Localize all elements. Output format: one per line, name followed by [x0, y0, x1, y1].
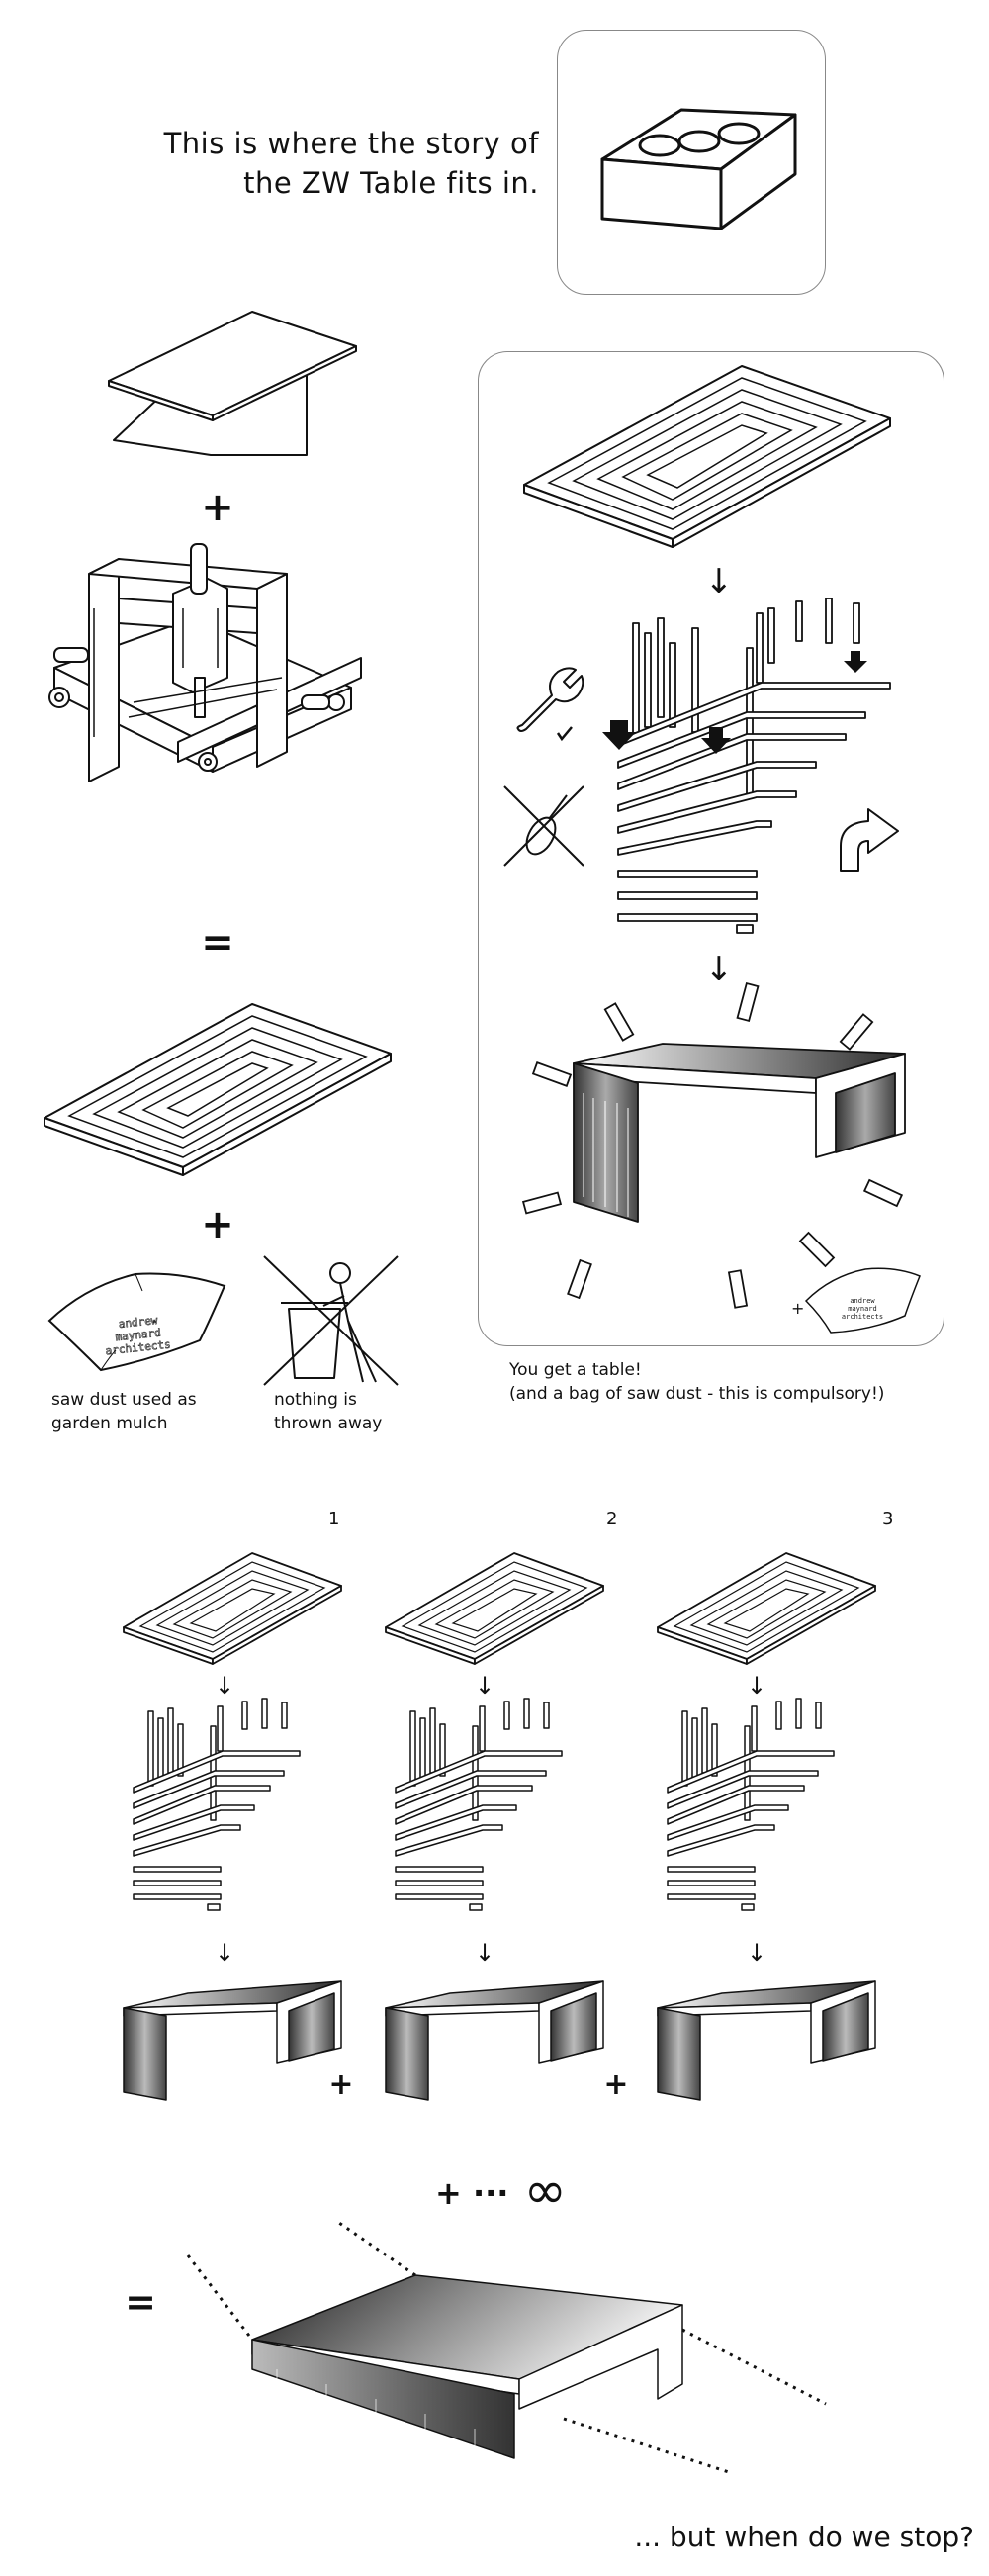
brick-box [557, 30, 826, 295]
series-1-down-arrow: ↓ [214, 1672, 235, 1700]
intro-title-line1: This is where the story of [163, 127, 539, 160]
svg-text:maynard: maynard [115, 1327, 161, 1344]
assembly-panel [478, 351, 944, 1346]
no-glue-icon [503, 785, 584, 867]
series-1-sheet [119, 1548, 346, 1667]
result-line2: (and a bag of saw dust - this is compuls… [509, 1384, 885, 1404]
no-trash-icon [263, 1255, 399, 1386]
svg-text:andrew: andrew [850, 1297, 875, 1305]
nothing-thrown-caption: nothing is thrown away [274, 1390, 383, 1433]
intro-title: This is where the story of the ZW Table … [89, 124, 539, 203]
series-plus-1: + [328, 2068, 354, 2102]
cut-parts-sheet [44, 1003, 392, 1176]
series-3-down-arrow-2: ↓ [746, 1939, 767, 1967]
down-arrow-2: ↓ [704, 950, 734, 989]
result-caption: You get a table! (and a bag of saw dust … [509, 1358, 964, 1406]
down-arrow-1: ↓ [704, 562, 734, 601]
intro-title-line2: the ZW Table fits in. [243, 166, 539, 200]
series-2-exploded [386, 1697, 564, 1914]
series-number-2: 2 [606, 1509, 618, 1529]
assembled-table-with-offcuts: andrew maynard architects [521, 981, 921, 1334]
infinite-table [186, 2219, 827, 2475]
bag-stamp-text: andrew [118, 1314, 158, 1331]
equals-symbol-1: = [201, 920, 234, 966]
rotate-arrow-icon [840, 808, 899, 872]
svg-text:architects: architects [842, 1313, 883, 1321]
series-3-sheet [653, 1548, 880, 1667]
brick-icon [600, 108, 797, 230]
series-equals: = [125, 2280, 156, 2324]
plus-symbol-1: + [201, 485, 234, 530]
series-plus-2: + [603, 2068, 629, 2102]
plus-symbol-2: + [201, 1202, 234, 1247]
svg-text:maynard: maynard [848, 1305, 877, 1313]
series-continuation: + ··· ∞ [435, 2162, 567, 2221]
series-3-exploded [658, 1697, 836, 1914]
series-2-sheet [381, 1548, 608, 1667]
series-1-table [119, 1964, 346, 2102]
continuation-text: + ··· [435, 2174, 509, 2212]
series-number-1: 1 [328, 1509, 340, 1529]
series-2-down-arrow: ↓ [474, 1672, 495, 1700]
plywood-sheets [108, 311, 357, 456]
series-3-table [653, 1964, 880, 2102]
exploded-assembly [602, 598, 891, 934]
series-1-exploded [124, 1697, 302, 1914]
saw-dust-bag: andrew maynard architects [47, 1272, 226, 1372]
saw-dust-caption: saw dust used as garden mulch [51, 1390, 197, 1433]
wrench-tick-icon [516, 667, 584, 742]
series-2-down-arrow-2: ↓ [474, 1939, 495, 1967]
closing-question: ... but when do we stop? [634, 2521, 974, 2553]
small-plus: + [791, 1299, 805, 1318]
series-1-down-arrow-2: ↓ [214, 1939, 235, 1967]
series-number-3: 3 [882, 1509, 894, 1529]
result-line1: You get a table! [509, 1360, 642, 1380]
series-3-down-arrow: ↓ [746, 1672, 767, 1700]
cnc-router [48, 543, 362, 782]
infinity-icon: ∞ [523, 2162, 567, 2221]
assembly-parts-sheet [523, 365, 891, 548]
series-2-table [381, 1964, 608, 2102]
